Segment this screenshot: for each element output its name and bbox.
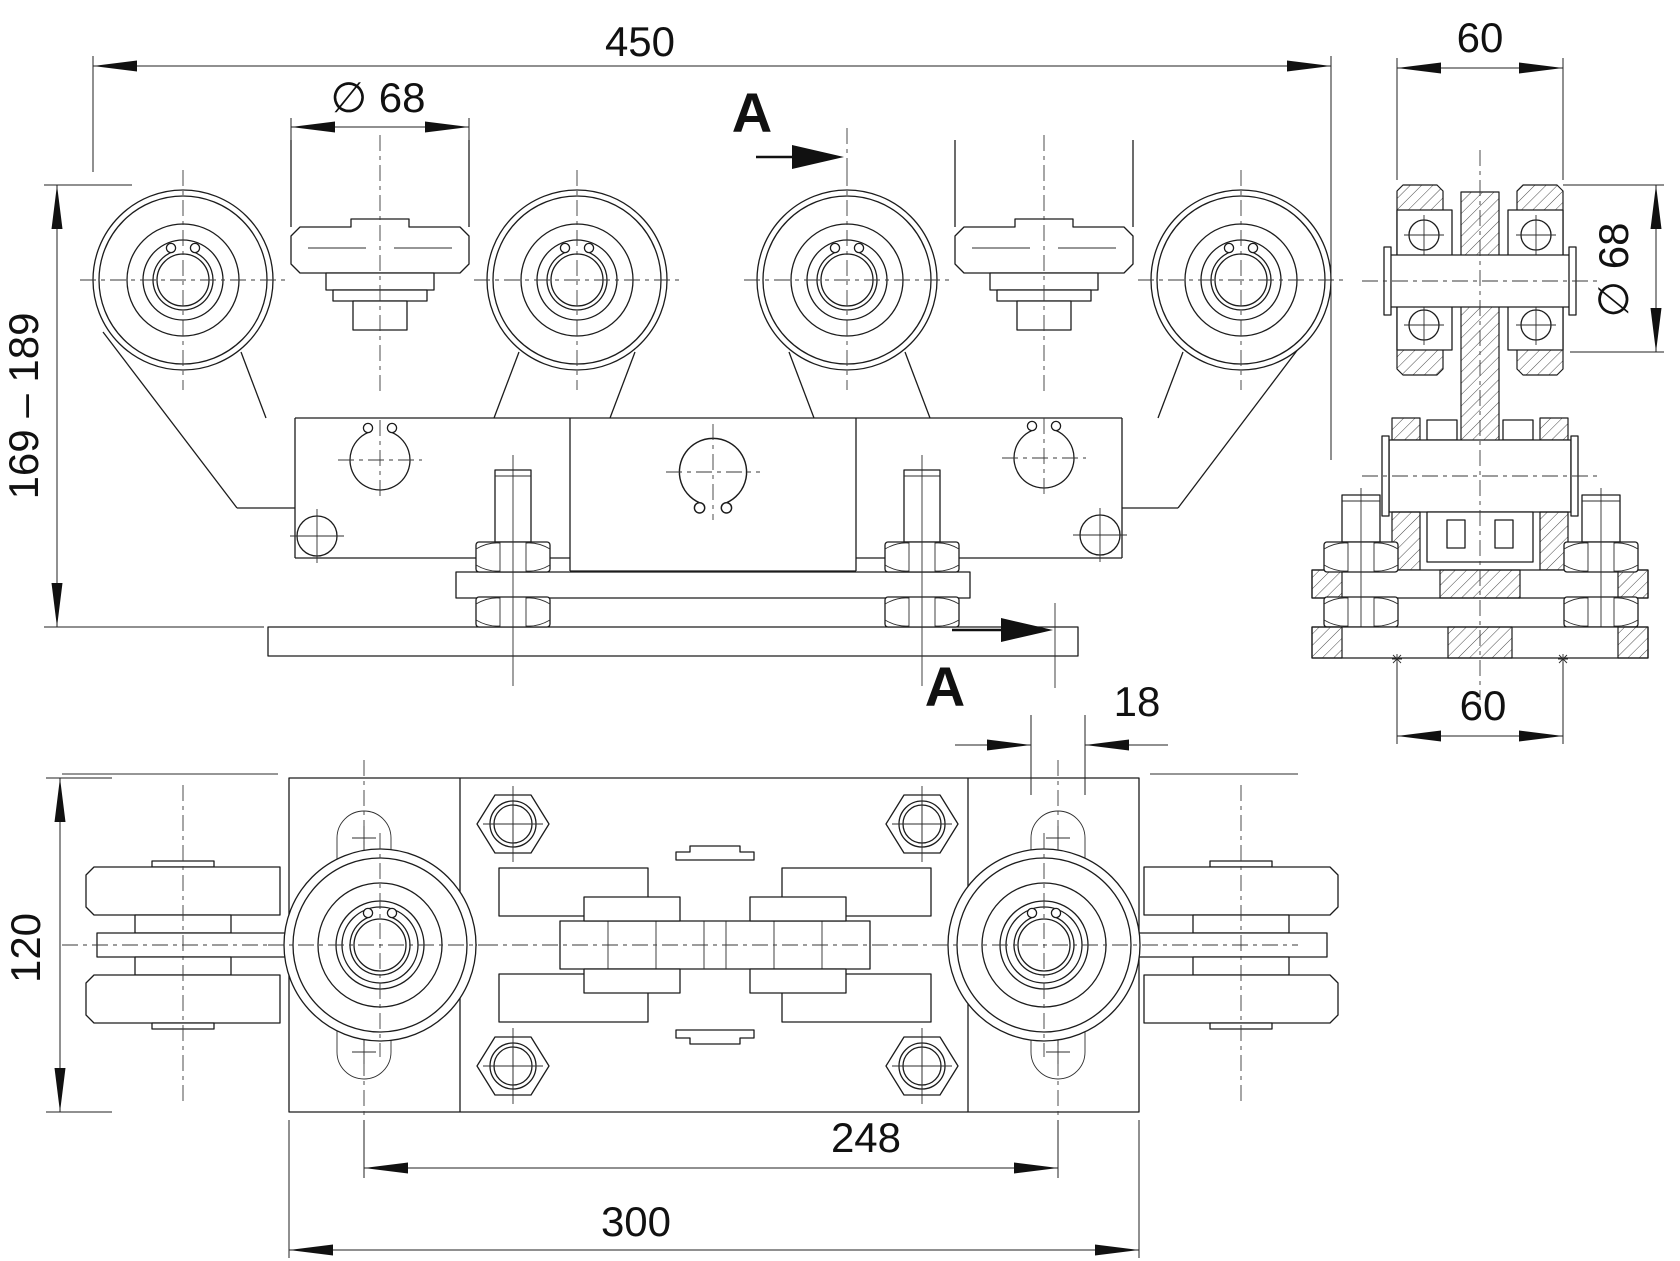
front-view: [80, 128, 1344, 686]
dim-label-overall: 450: [605, 18, 675, 65]
dim-label-wheel-width: 60: [1457, 14, 1504, 61]
guide-roller-plan-right: [932, 833, 1156, 1057]
dim-label-base-width: 60: [1460, 682, 1507, 729]
dim-slot-spacing: 248: [363, 1114, 1059, 1178]
dim-label-roller-diameter: ∅ 68: [331, 74, 426, 121]
guide-roller-front-right: [954, 134, 1134, 396]
wheel-front-1: [80, 170, 286, 390]
wheel-front-3: [744, 170, 950, 390]
section-label-top: A: [732, 81, 772, 144]
dim-label-slot-spacing: 248: [831, 1114, 901, 1161]
dim-base-width: 60: [1396, 662, 1564, 744]
section-marker-top: A: [732, 81, 844, 169]
reference-marks: [1392, 654, 1568, 664]
dim-label-adjustable-height: 169 – 189: [0, 313, 47, 500]
wheel-front-4: [1138, 170, 1344, 390]
dimensions: 450 ∅ 68 169 – 189 A 60: [0, 14, 1664, 1258]
dim-slot-width: 18: [955, 678, 1168, 795]
dim-adjustable-height: 169 – 189: [0, 184, 264, 628]
wheel-front-2: [474, 170, 680, 390]
base-plate-front: [267, 626, 1079, 657]
dim-label-slot-width: 18: [1114, 678, 1161, 725]
dim-wheel-width: 60: [1396, 14, 1564, 180]
plate-details: [290, 418, 1127, 563]
dim-label-wheel-diameter: ∅ 68: [1590, 223, 1637, 318]
dim-label-carriage-width: 120: [2, 913, 49, 983]
clamp-plate: [455, 571, 971, 599]
plan-view: [62, 760, 1339, 1178]
dim-roller-diameter: ∅ 68: [290, 74, 470, 224]
section-marker-bottom: A: [925, 603, 1056, 718]
dim-plate-length: 300: [288, 1120, 1140, 1258]
carriage-frame: [102, 331, 1312, 657]
guide-roller-front-left: [290, 134, 470, 396]
guide-roller-plan-left: [268, 833, 492, 1057]
side-view: [1311, 150, 1649, 700]
dim-carriage-width: 120: [2, 777, 112, 1113]
dim-overall-length: 450: [92, 18, 1332, 460]
chain-and-treads: [498, 845, 932, 1045]
mounting-studs-front: [475, 455, 960, 686]
dim-wheel-diameter: ∅ 68: [1563, 184, 1664, 353]
dim-label-plate-length: 300: [601, 1198, 671, 1245]
section-label-bottom: A: [925, 655, 965, 718]
